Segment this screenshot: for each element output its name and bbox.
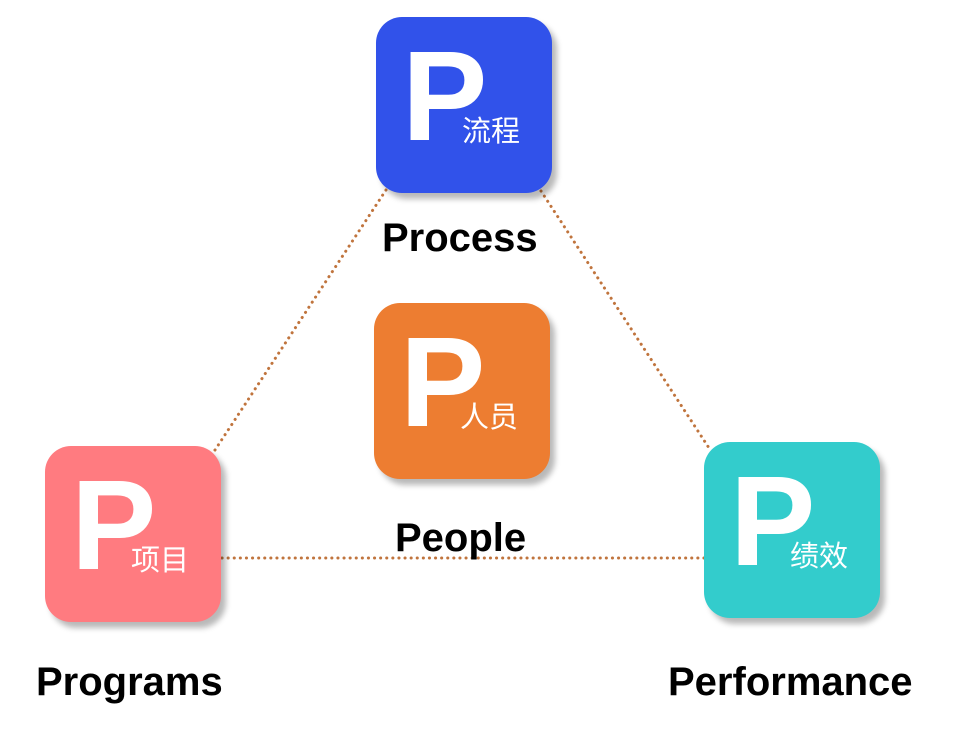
performance-label: Performance [668,660,913,704]
process-letter: P [402,25,488,168]
people-cn-label: 人员 [460,400,519,434]
programs-label: Programs [36,660,223,704]
programs-tile: P 项目 [45,446,221,622]
people-letter: P [400,311,486,454]
programs-letter: P [71,454,157,597]
process-cn-label: 流程 [462,114,521,148]
people-tile: P 人员 [374,303,550,479]
people-label: People [395,516,527,560]
process-tile: P 流程 [376,17,552,193]
performance-letter: P [730,450,816,593]
edge-process-performance [539,189,713,453]
performance-tile: P 绩效 [704,442,880,618]
edge-process-programs [211,188,388,455]
performance-cn-label: 绩效 [790,539,849,573]
process-label: Process [382,216,538,260]
programs-cn-label: 项目 [131,543,190,577]
